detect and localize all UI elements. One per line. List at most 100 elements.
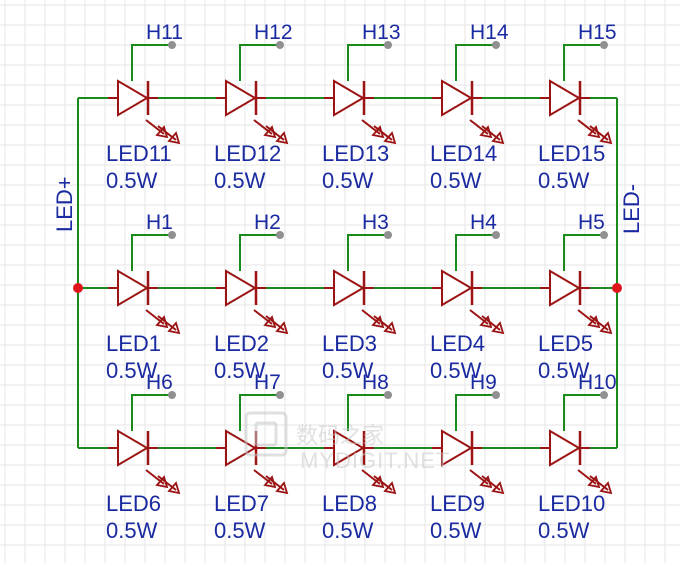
led-designator: LED1: [106, 331, 161, 356]
watermark: 数码之家 MYDIGIT.NET: [244, 411, 450, 473]
net-label-h5: H5: [578, 211, 605, 234]
light-arrow-head: [275, 321, 289, 335]
net-tap-wire: [563, 394, 604, 431]
led-designator: LED5: [538, 331, 593, 356]
net-label-h13: H13: [362, 21, 401, 44]
light-arrow-head: [491, 131, 505, 145]
led-value: 0.5W: [322, 168, 374, 193]
light-arrow-head: [599, 321, 613, 335]
led-value: 0.5W: [214, 358, 266, 383]
watermark-subtitle: MYDIGIT.NET: [300, 448, 450, 473]
labels: LED+LED-H11LED110.5WH12LED120.5WH13LED13…: [52, 21, 644, 543]
net-pin: [276, 41, 284, 49]
net-pin: [600, 391, 608, 399]
net-label-h1: H1: [146, 211, 173, 234]
led-designator: LED13: [322, 141, 389, 166]
net-label-h2: H2: [254, 211, 281, 234]
led-diode-triangle: [333, 269, 365, 307]
light-arrow-head: [275, 481, 289, 495]
rail-label-led-plus: LED+: [52, 176, 77, 232]
led-value: 0.5W: [214, 518, 266, 543]
net-tap-wire: [131, 234, 172, 271]
led-designator: LED14: [430, 141, 497, 166]
net-pin: [492, 231, 500, 239]
net-tap-wire: [239, 394, 280, 431]
net-tap-wire: [563, 44, 604, 81]
led-diode-triangle: [225, 429, 257, 467]
led-value: 0.5W: [322, 518, 374, 543]
light-arrow: [253, 469, 273, 485]
net-label-h6: H6: [146, 371, 173, 394]
net-label-h15: H15: [578, 21, 617, 44]
light-arrow: [577, 309, 597, 325]
net-label-h14: H14: [470, 21, 509, 44]
light-arrow-head: [599, 131, 613, 145]
net-tap-wire: [347, 44, 388, 81]
net-pin: [492, 391, 500, 399]
led-led14: [432, 41, 505, 145]
led-value: 0.5W: [106, 168, 158, 193]
net-label-h12: H12: [254, 21, 293, 44]
net-label-h7: H7: [254, 371, 281, 394]
junction-dot: [612, 283, 622, 293]
led-designator: LED4: [430, 331, 485, 356]
led-led5: [540, 231, 613, 335]
led-led1: [108, 231, 181, 335]
led-led10: [540, 391, 613, 495]
led-diode-triangle: [441, 79, 473, 117]
net-pin: [168, 41, 176, 49]
led-value: 0.5W: [538, 168, 590, 193]
light-arrow: [145, 469, 165, 485]
net-pin: [492, 41, 500, 49]
led-value: 0.5W: [106, 518, 158, 543]
net-label-h9: H9: [470, 371, 497, 394]
rail-label-led-minus: LED-: [619, 184, 644, 234]
light-arrow-head: [167, 321, 181, 335]
light-arrow: [577, 469, 597, 485]
led-designator: LED3: [322, 331, 377, 356]
led-diode-triangle: [117, 269, 149, 307]
net-pin: [600, 231, 608, 239]
led-designator: LED12: [214, 141, 281, 166]
watermark-logo: [244, 411, 288, 457]
led-designator: LED11: [106, 141, 172, 166]
led-led9: [432, 391, 505, 495]
light-arrow: [145, 309, 165, 325]
net-tap-wire: [131, 394, 172, 431]
led-value: 0.5W: [430, 358, 482, 383]
led-value: 0.5W: [538, 518, 590, 543]
light-arrow-head: [383, 481, 397, 495]
net-tap-wire: [455, 394, 496, 431]
light-arrow-head: [383, 321, 397, 335]
net-tap-wire: [563, 234, 604, 271]
led-diode-triangle: [117, 429, 149, 467]
light-arrow: [253, 119, 273, 135]
led-led6: [108, 391, 181, 495]
watermark-logo-inner: [254, 421, 278, 447]
led-led12: [216, 41, 289, 145]
light-arrow-head: [167, 481, 181, 495]
light-arrow-head: [491, 481, 505, 495]
led-led8: [324, 391, 397, 495]
light-arrow-head: [599, 481, 613, 495]
light-arrow-head: [275, 131, 289, 145]
net-pin: [168, 231, 176, 239]
led-led13: [324, 41, 397, 145]
net-pin: [384, 231, 392, 239]
led-value: 0.5W: [538, 358, 590, 383]
net-tap-wire: [455, 44, 496, 81]
components: [108, 41, 613, 495]
led-designator: LED2: [214, 331, 269, 356]
led-led4: [432, 231, 505, 335]
net-pin: [384, 391, 392, 399]
led-value: 0.5W: [430, 518, 482, 543]
led-value: 0.5W: [106, 358, 158, 383]
led-led11: [108, 41, 181, 145]
net-tap-wire: [239, 234, 280, 271]
led-led3: [324, 231, 397, 335]
net-pin: [384, 41, 392, 49]
net-label-h4: H4: [470, 211, 497, 234]
light-arrow: [253, 309, 273, 325]
led-diode-triangle: [117, 79, 149, 117]
